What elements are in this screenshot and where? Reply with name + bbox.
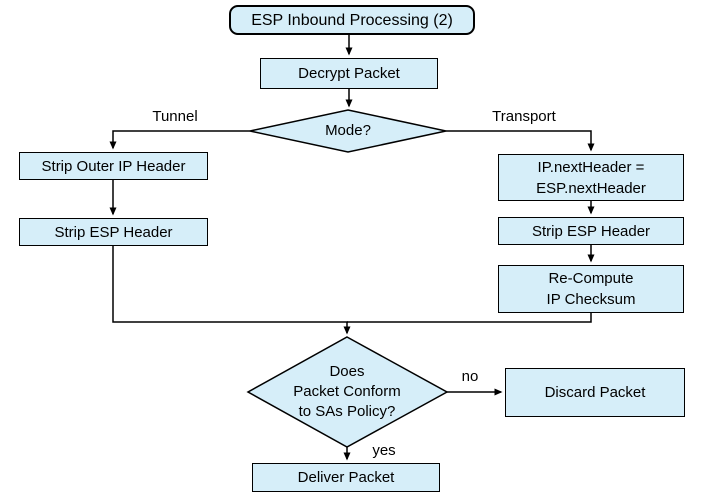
edge-merge-right	[347, 313, 592, 323]
discard-packet-node: Discard Packet	[505, 368, 685, 417]
ip-nextheader-node: IP.nextHeader = ESP.nextHeader	[498, 154, 684, 201]
decrypt-packet-node: Decrypt Packet	[260, 58, 438, 89]
edge-mode-transport	[446, 130, 595, 152]
strip-esp-header-transport-node: Strip ESP Header	[498, 217, 684, 245]
strip-outer-ip-header-node: Strip Outer IP Header	[19, 152, 208, 180]
deliver-packet-node: Deliver Packet	[252, 463, 440, 492]
edge-label-no: no	[461, 368, 479, 385]
edge-merge-left	[112, 246, 348, 323]
edge-label-yes: yes	[372, 442, 396, 459]
mode-decision-label: Mode?	[325, 122, 371, 139]
policy-decision-label: Does Packet Conform to SAs Policy?	[293, 363, 401, 420]
policy-decision-shape	[246, 336, 449, 448]
edge-label-tunnel: Tunnel	[152, 108, 198, 125]
edge-label-transport: Transport	[492, 108, 556, 125]
edge-mode-tunnel	[109, 130, 250, 150]
strip-esp-header-tunnel-node: Strip ESP Header	[19, 218, 208, 246]
start-node: ESP Inbound Processing (2)	[229, 5, 475, 35]
recompute-ip-checksum-node: Re-Compute IP Checksum	[498, 265, 684, 313]
mode-decision-shape	[249, 109, 447, 153]
